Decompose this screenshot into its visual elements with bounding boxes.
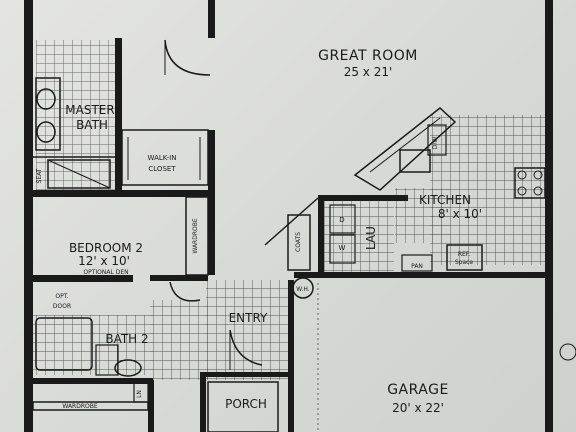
tile-floors bbox=[33, 40, 545, 380]
dryer-label: D bbox=[339, 216, 344, 224]
ref-space-label-1: REF. bbox=[458, 251, 470, 258]
pantry-label: PAN bbox=[411, 263, 423, 270]
kitchen-size: 8' x 10' bbox=[438, 207, 482, 221]
bedroom2-label: BEDROOM 2 bbox=[69, 241, 143, 255]
fixtures-and-lines bbox=[32, 39, 576, 432]
opt-door-label-2: DOOR bbox=[53, 303, 71, 310]
wardrobe-vertical-label: WARDROBE bbox=[192, 218, 199, 254]
bath2-label: BATH 2 bbox=[105, 332, 148, 346]
great-room-size: 25 x 21' bbox=[344, 65, 393, 79]
dishwasher-label: D/W bbox=[432, 137, 439, 150]
washer-label: W bbox=[339, 244, 346, 252]
porch-label: PORCH bbox=[225, 397, 267, 411]
garage-label: GARAGE bbox=[387, 382, 449, 398]
master-bath-label-1: MASTER bbox=[65, 103, 114, 117]
great-room-label: GREAT ROOM bbox=[318, 48, 418, 64]
bedroom2-note: OPTIONAL DEN bbox=[83, 269, 128, 276]
garage-size: 20' x 22' bbox=[392, 401, 444, 415]
bedroom2-size: 12' x 10' bbox=[78, 254, 130, 268]
ref-space-label-2: Space bbox=[455, 259, 474, 266]
linen-label: LN bbox=[136, 390, 143, 398]
seat-label: SEAT bbox=[36, 168, 43, 183]
coats-label: COATS bbox=[295, 232, 302, 252]
entry-label: ENTRY bbox=[229, 311, 268, 325]
laundry-label: LAU bbox=[364, 226, 378, 250]
walls bbox=[24, 0, 553, 432]
water-heater-label: W.H. bbox=[296, 286, 310, 293]
master-bath-label-2: BATH bbox=[76, 118, 108, 132]
wardrobe-bottom-label: WARDROBE bbox=[62, 403, 98, 410]
walk-in-closet-label-1: WALK-IN bbox=[148, 154, 177, 162]
kitchen-label: KITCHEN bbox=[419, 193, 471, 207]
walk-in-closet-label-2: CLOSET bbox=[148, 165, 176, 173]
opt-door-label-1: OPT. bbox=[55, 293, 68, 300]
